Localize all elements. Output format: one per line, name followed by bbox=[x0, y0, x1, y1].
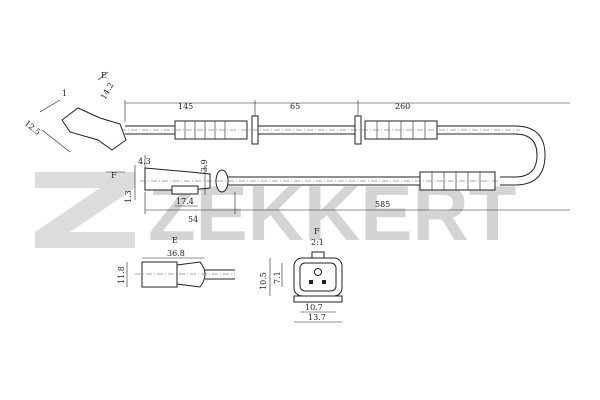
dim-1-3: 1.3 bbox=[124, 190, 133, 203]
dim-10-5: 10.5 bbox=[259, 272, 268, 290]
dim-1: 1 bbox=[62, 89, 67, 98]
dim-585: 585 bbox=[375, 200, 390, 209]
dim-4-3: 4.3 bbox=[138, 157, 151, 166]
scale-label: 2:1 bbox=[311, 238, 324, 247]
upper-cable bbox=[61, 107, 546, 186]
view-e-label: E bbox=[172, 236, 178, 245]
dim-11-8: 11.8 bbox=[117, 266, 126, 284]
arrow-f-label: F bbox=[111, 171, 117, 180]
dim-7-1: 7.1 bbox=[273, 271, 282, 284]
dim-145: 145 bbox=[178, 102, 193, 111]
dim-13-7: 13.7 bbox=[308, 313, 326, 322]
view-f-label: F bbox=[314, 227, 320, 236]
dim-10-7: 10.7 bbox=[305, 303, 323, 312]
dim-3-9: 3.9 bbox=[200, 159, 209, 172]
dim-17-4: 17.4 bbox=[176, 197, 194, 206]
dim-36-8: 36.8 bbox=[167, 249, 185, 258]
lower-cable bbox=[140, 167, 500, 195]
dim-65: 65 bbox=[290, 102, 300, 111]
dim-12-5: 12.5 bbox=[23, 119, 42, 137]
dim-260: 260 bbox=[395, 102, 410, 111]
dimension-lines bbox=[39, 71, 570, 214]
arrow-e-label: E bbox=[101, 71, 107, 80]
view-f: F 2:1 10.5 7.1 10.7 13.7 bbox=[259, 227, 343, 323]
dim-14-2: 14.2 bbox=[99, 81, 116, 101]
dim-54: 54 bbox=[188, 215, 198, 224]
view-e: E 36.8 11.8 bbox=[117, 236, 235, 288]
